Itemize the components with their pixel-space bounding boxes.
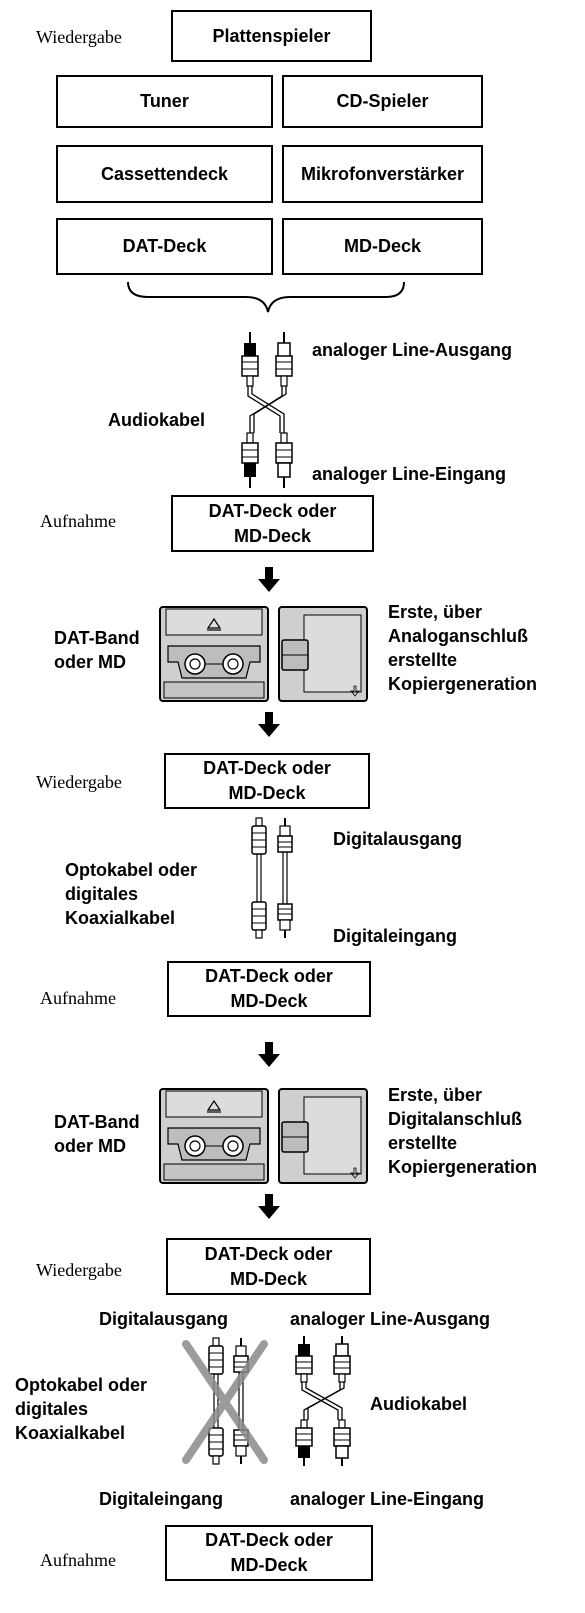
media-illustration-2 xyxy=(159,1088,368,1184)
rca-plug-icon xyxy=(241,332,259,387)
analog-out-label-1: analoger Line-Ausgang xyxy=(312,340,513,360)
record-deck-3: DAT-Deck oder MD-Deck xyxy=(165,1525,373,1581)
digital-out-label-3: Digitalausgang xyxy=(99,1309,229,1329)
dat-cassette-icon xyxy=(159,606,269,702)
playback-label-3: Wiedergabe xyxy=(36,1260,122,1280)
source-cd-player: CD-Spieler xyxy=(282,75,483,128)
down-arrow-icon xyxy=(258,567,280,592)
audio-cable-label-1: Audiokabel xyxy=(108,410,206,430)
media-label-1: DAT-Band oder MD xyxy=(54,628,140,672)
source-md-deck: MD-Deck xyxy=(282,218,483,275)
rca-plug-icon xyxy=(333,1336,351,1383)
rca-plug-icon xyxy=(275,332,293,387)
digital-in-label-2: Digitaleingang xyxy=(333,926,458,946)
digital-in-label-3: Digitaleingang xyxy=(99,1489,224,1509)
media-label-2: DAT-Band oder MD xyxy=(54,1112,140,1156)
playback-deck-2: DAT-Deck oder MD-Deck xyxy=(164,753,370,809)
down-arrow-icon xyxy=(258,712,280,737)
record-label-1: Aufnahme xyxy=(40,511,116,531)
optical-cable-3-prohibited xyxy=(182,1337,268,1465)
analog-out-label-3: analoger Line-Ausgang xyxy=(290,1309,491,1329)
source-cassette-deck: Cassettendeck xyxy=(56,145,273,203)
optical-plug-icon xyxy=(251,817,267,855)
down-arrow-icon xyxy=(258,1194,280,1219)
generation-label-2: Erste, über Digitalanschluß erstellte Ko… xyxy=(388,1085,538,1177)
rca-cable-1 xyxy=(241,332,293,488)
down-arrow-icon xyxy=(258,1042,280,1067)
generation-label-1: Erste, über Analoganschluß erstellte Kop… xyxy=(388,602,538,694)
playback-label-1: Wiedergabe xyxy=(36,27,122,47)
media-illustration-1 xyxy=(159,606,368,702)
optical-plug-icon xyxy=(208,1337,224,1375)
optical-plug-icon xyxy=(251,901,267,939)
playback-deck-3: DAT-Deck oder MD-Deck xyxy=(166,1238,371,1295)
optical-cable-label-2: Optokabel oder digitales Koaxialkabel xyxy=(65,860,198,928)
source-turntable: Plattenspieler xyxy=(171,10,372,62)
digital-out-label-2: Digitalausgang xyxy=(333,829,463,849)
rca-plug-icon xyxy=(241,432,259,488)
optical-cable-2 xyxy=(251,817,293,939)
rca-cable-3 xyxy=(295,1336,351,1466)
rca-plug-icon xyxy=(277,903,293,938)
rca-plug-icon xyxy=(295,1336,313,1383)
record-label-3: Aufnahme xyxy=(40,1550,116,1570)
source-tuner: Tuner xyxy=(56,75,273,128)
rca-plug-icon xyxy=(275,432,293,488)
source-mic-amplifier: Mikrofonverstärker xyxy=(282,145,483,203)
analog-in-label-3: analoger Line-Eingang xyxy=(290,1489,485,1509)
record-deck-2: DAT-Deck oder MD-Deck xyxy=(167,961,371,1017)
analog-in-label-1: analoger Line-Eingang xyxy=(312,464,507,484)
minidisc-icon xyxy=(278,606,368,702)
audio-cable-label-3: Audiokabel xyxy=(370,1394,468,1414)
rca-plug-icon xyxy=(277,818,293,853)
minidisc-icon xyxy=(278,1088,368,1184)
dat-cassette-icon xyxy=(159,1088,269,1184)
source-dat-deck: DAT-Deck xyxy=(56,218,273,275)
optical-cable-label-3: Optokabel oder digitales Koaxialkabel xyxy=(15,1375,148,1443)
record-label-2: Aufnahme xyxy=(40,988,116,1008)
rca-plug-icon xyxy=(333,1419,351,1466)
optical-plug-icon xyxy=(208,1427,224,1465)
rca-plug-icon xyxy=(295,1419,313,1466)
x-mark-icon xyxy=(182,1340,268,1464)
playback-label-2: Wiedergabe xyxy=(36,772,122,792)
sources-brace xyxy=(127,281,405,313)
record-deck-1: DAT-Deck oder MD-Deck xyxy=(171,495,374,552)
